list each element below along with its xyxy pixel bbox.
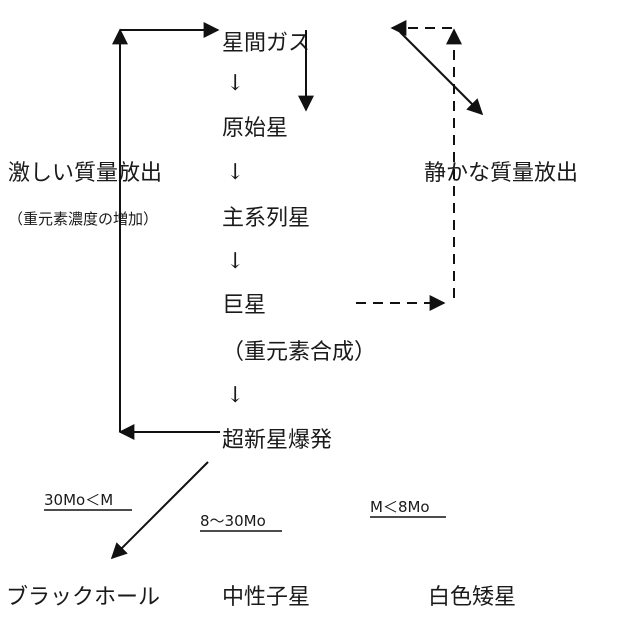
end-white-dwarf: 白色矮星 bbox=[428, 585, 516, 610]
condition-white-dwarf: M＜8Mo bbox=[370, 498, 430, 516]
end-neutron-star: 中性子星 bbox=[222, 585, 310, 610]
stage-interstellar-gas: 星間ガス bbox=[222, 31, 310, 56]
stage-main-sequence: 主系列星 bbox=[222, 206, 310, 231]
flow-arrow-1: ↓ bbox=[226, 71, 244, 96]
flow-arrow-4: ↓ bbox=[226, 383, 244, 408]
flow-arrow-3: ↓ bbox=[226, 249, 244, 274]
condition-black-hole: 30Mo＜M bbox=[44, 491, 113, 509]
end-black-hole: ブラックホール bbox=[6, 585, 160, 610]
label-quiet-mass-loss: 静かな質量放出 bbox=[424, 161, 578, 186]
condition-neutron-star: 8～30Mo bbox=[200, 512, 266, 530]
label-violent-mass-loss: 激しい質量放出 bbox=[8, 161, 162, 186]
arrow-supernova-to-black-hole bbox=[110, 461, 209, 560]
stage-giant-note: （重元素合成） bbox=[222, 340, 376, 365]
stage-protostar: 原始星 bbox=[222, 116, 288, 141]
stage-supernova: 超新星爆発 bbox=[222, 428, 332, 453]
label-heavy-element-increase: （重元素濃度の増加） bbox=[8, 210, 158, 228]
stage-giant: 巨星 bbox=[222, 293, 266, 318]
flow-arrow-2: ↓ bbox=[226, 160, 244, 185]
arrow-gas-diagonal bbox=[399, 31, 484, 116]
